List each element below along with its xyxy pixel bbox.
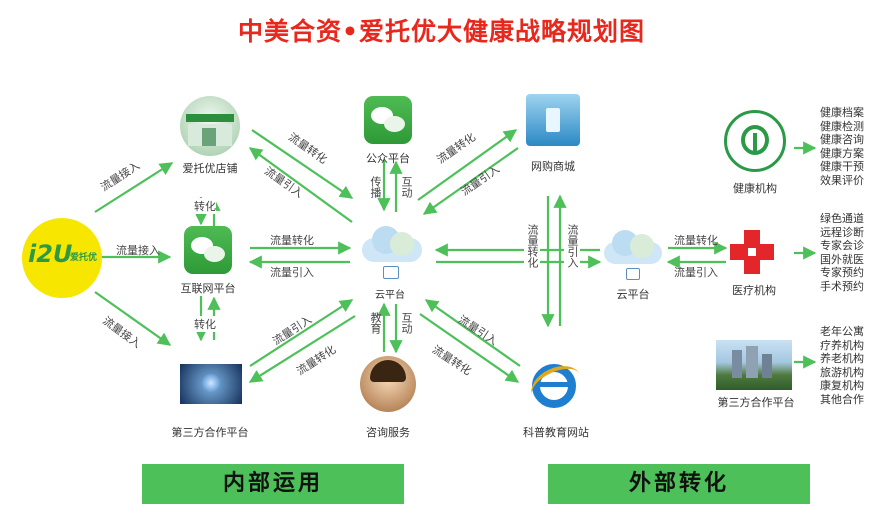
consult-image (360, 356, 416, 412)
list-item: 健康档案 (820, 106, 864, 119)
internal-banner: 内部运用 (142, 464, 404, 504)
edge-label-convert-2: 转化 (194, 316, 216, 332)
edu-caption: 科普教育网站 (523, 426, 589, 439)
third-party-image (180, 364, 242, 404)
list-item: 专家预约 (820, 266, 864, 280)
edge-label-interact-bottom: 互动 (400, 312, 413, 334)
list-item: 健康方案 (820, 146, 864, 160)
health-org-caption: 健康机构 (733, 182, 777, 195)
edge-label-spread: 传播 (369, 176, 382, 198)
monitor-right-icon (626, 268, 640, 280)
edge-label-inflow-2: 流量接入 (116, 244, 160, 257)
third-party-left-caption: 第三方合作平台 (171, 426, 249, 439)
wechat-public-caption: 公众平台 (366, 152, 410, 165)
list-item: 手术预约 (820, 279, 864, 293)
edge-label-convert-1: 转化 (194, 198, 216, 214)
medical-services-list: 绿色通道 远程诊断 专家会诊 国外就医 专家预约 手术预约 (820, 212, 864, 294)
edge-label-net-1: 流量转化 (270, 234, 314, 247)
logo-text: i2U (28, 240, 73, 268)
partner-services-list: 老年公寓 疗养机构 养老机构 旅游机构 康复机构 其他合作 (820, 325, 864, 407)
list-item: 国外就医 (820, 252, 864, 266)
cloud-icon (358, 222, 426, 264)
edge-label-educate: 教育 (369, 312, 382, 334)
cloud-right-icon (600, 226, 666, 266)
edge-label-net-2: 流量引入 (270, 266, 314, 279)
list-item: 健康咨询 (820, 133, 864, 147)
edge-label-mid-intro: 流量引入 (564, 224, 580, 268)
third-party-right-image (716, 340, 792, 390)
wechat-public-icon (364, 96, 412, 144)
edge-label-mid-convert: 流量转化 (524, 224, 540, 268)
store-caption: 爱托优店铺 (182, 162, 238, 175)
list-item: 健康干预 (820, 160, 864, 174)
edge-label-med-1: 流量转化 (674, 234, 718, 247)
shop-image (526, 94, 580, 146)
third-party-right-caption: 第三方合作平台 (717, 396, 795, 409)
list-item: 养老机构 (820, 352, 864, 366)
health-services-list: 健康档案 健康检测 健康咨询 健康方案 健康干预 效果评价 (820, 106, 864, 188)
red-cross-icon (730, 230, 774, 274)
list-item: 疗养机构 (820, 338, 864, 352)
monitor-icon (383, 266, 399, 279)
external-banner: 外部转化 (548, 464, 810, 504)
i2u-logo: i2U 爱托优 (22, 218, 102, 298)
internet-platform-caption: 互联网平台 (180, 282, 236, 295)
ie-icon (525, 358, 587, 412)
wechat-icon (184, 226, 232, 274)
list-item: 远程诊断 (820, 225, 864, 239)
page-title: 中美合资•爱托优大健康战略规划图 (238, 17, 645, 46)
edge-label-interact-top: 互动 (400, 176, 413, 198)
consult-caption: 咨询服务 (366, 426, 410, 439)
list-item: 绿色通道 (820, 212, 864, 225)
logo-subtext: 爱托优 (70, 253, 98, 263)
edge-label-med-2: 流量引入 (674, 266, 718, 279)
list-item: 旅游机构 (820, 365, 864, 379)
medical-org-caption: 医疗机构 (732, 284, 776, 297)
store-image (180, 96, 240, 156)
health-org-emblem (724, 110, 786, 172)
cloud-center-caption: 云平台 (375, 290, 405, 301)
list-item: 其他合作 (820, 392, 864, 406)
list-item: 健康检测 (820, 119, 864, 133)
shop-caption: 网购商城 (531, 160, 575, 173)
cloud-right-caption: 云平台 (616, 288, 650, 301)
list-item: 老年公寓 (820, 325, 864, 338)
list-item: 专家会诊 (820, 239, 864, 253)
list-item: 康复机构 (820, 379, 864, 393)
list-item: 效果评价 (820, 173, 864, 187)
